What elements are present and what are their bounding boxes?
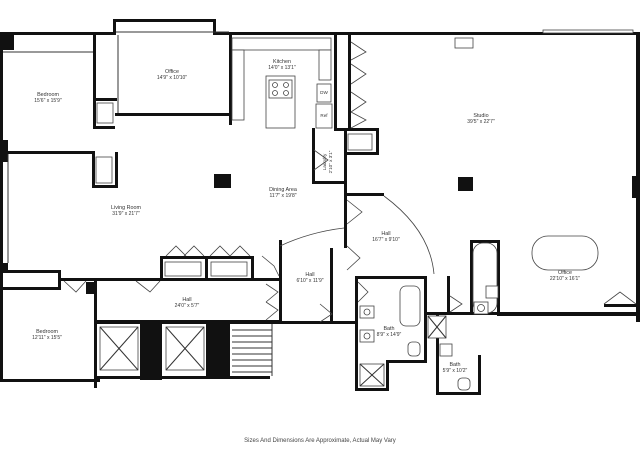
room-dims-hall-1: 16'7" x 9'10" (372, 237, 400, 243)
room-name-hall-2: Hall (305, 272, 314, 278)
refrigerator-label: Ref (320, 113, 328, 118)
room-dims-laundry: 2'10" x 3'1" (328, 150, 333, 173)
room-name-studio: Studio (473, 113, 488, 119)
room-dims-studio: 39'5" x 22'7" (467, 119, 495, 125)
room-name-laundry: Laundry (322, 153, 327, 170)
disclaimer-footnote: Sizes And Dimensions Are Approximate, Ac… (244, 438, 396, 444)
dishwasher-label: DW (320, 90, 328, 95)
stairs (232, 324, 273, 376)
room-name-bedroom-1: Bedroom (37, 92, 59, 98)
room-dims-living-room: 31'9" x 21'7" (112, 211, 140, 217)
room-dims-dining-area: 11'7" x 19'8" (269, 193, 296, 199)
room-name-bath-2: Bath (449, 362, 460, 368)
room-name-hall-3: Hall (182, 297, 191, 303)
room-dims-office-2: 22'10" x 16'1" (550, 276, 580, 282)
room-name-hall-1: Hall (381, 231, 390, 237)
room-name-living-room: Living Room (111, 205, 141, 211)
room-labels: Bedroom 15'6" x 15'9" Office 14'9" x 10'… (32, 59, 580, 374)
room-dims-bath-2: 5'9" x 10'2" (443, 368, 468, 374)
room-dims-bedroom-1: 15'6" x 15'9" (34, 98, 62, 104)
walls (0, 19, 640, 395)
room-name-office-1: Office (165, 69, 179, 75)
room-dims-hall-3: 24'0" x 5'7" (175, 303, 200, 309)
room-name-dining-area: Dining Area (269, 187, 297, 193)
room-dims-kitchen: 14'0" x 13'1" (268, 65, 296, 71)
room-name-kitchen: Kitchen (273, 59, 291, 65)
room-name-bedroom-2: Bedroom (36, 329, 58, 335)
room-dims-bath-1: 8'9" x 14'9" (377, 332, 402, 338)
fixtures (3, 29, 637, 391)
room-dims-office-1: 14'9" x 10'10" (157, 75, 187, 81)
room-dims-bedroom-2: 12'11" x 15'5" (32, 335, 62, 341)
room-dims-hall-2: 6'10" x 11'9" (296, 278, 323, 284)
room-name-bath-1: Bath (383, 326, 394, 332)
room-name-office-2: Office (558, 270, 572, 276)
